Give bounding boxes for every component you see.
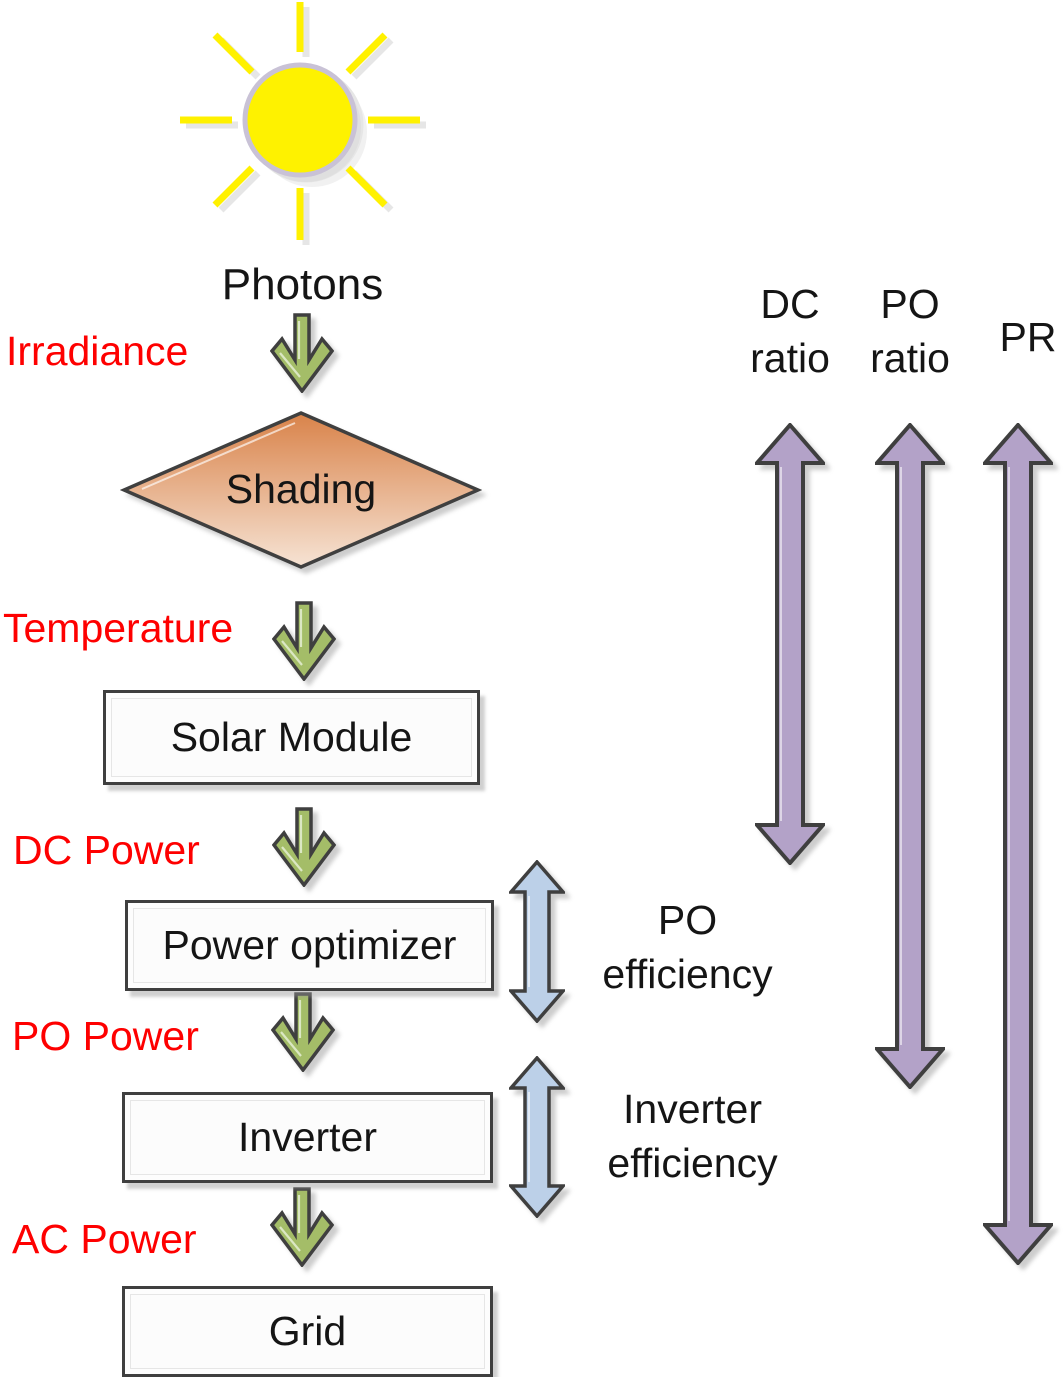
photons-label: Photons xyxy=(221,260,384,309)
down-arrow-icon-power-optimizer-to-inverter xyxy=(271,992,335,1072)
power-optimizer-box: Power optimizer xyxy=(125,900,494,991)
po-ratio-double-arrow-icon xyxy=(875,423,945,1089)
inverter-efficiency-line2: efficiency xyxy=(607,1140,778,1187)
po-efficiency-double-arrow-icon xyxy=(509,860,565,1023)
dc-ratio-label: DC ratio xyxy=(737,277,843,385)
down-arrow-icon-solar-module-to-power-optimizer xyxy=(272,807,336,887)
po-power-label: PO Power xyxy=(12,1013,199,1059)
po-efficiency-label: PO efficiency xyxy=(575,893,800,1001)
dc-ratio-double-arrow-icon xyxy=(755,423,825,865)
po-ratio-line2: ratio xyxy=(870,335,950,382)
power-optimizer-label: Power optimizer xyxy=(162,922,457,968)
pr-double-arrow-icon xyxy=(983,423,1053,1265)
po-ratio-line1: PO xyxy=(880,281,940,327)
sun-core xyxy=(242,62,358,178)
inverter-efficiency-line1: Inverter xyxy=(623,1086,762,1132)
down-arrow-icon-photons-to-shading xyxy=(270,313,334,393)
inverter-efficiency-label: Inverter efficiency xyxy=(575,1082,810,1190)
grid-box: Grid xyxy=(122,1286,493,1377)
irradiance-label: Irradiance xyxy=(6,328,189,374)
sun-icon xyxy=(180,2,420,240)
dc-ratio-line1: DC xyxy=(760,281,820,327)
solar-module-label: Solar Module xyxy=(170,714,413,760)
solar-module-box: Solar Module xyxy=(103,690,480,785)
dc-power-label: DC Power xyxy=(13,827,200,873)
down-arrow-icon-shading-to-solar-module xyxy=(272,601,336,681)
shading-label: Shading xyxy=(225,466,377,512)
shading-diamond xyxy=(120,411,482,569)
temperature-label: Temperature xyxy=(3,605,234,651)
pr-label: PR xyxy=(999,314,1057,360)
dc-ratio-line2: ratio xyxy=(750,335,830,382)
ac-power-label: AC Power xyxy=(12,1216,197,1262)
down-arrow-icon-inverter-to-grid xyxy=(270,1187,334,1267)
inverter-box: Inverter xyxy=(122,1092,493,1183)
inverter-label: Inverter xyxy=(238,1114,377,1160)
po-efficiency-line1: PO xyxy=(657,897,718,943)
grid-label: Grid xyxy=(268,1308,347,1354)
po-ratio-label: PO ratio xyxy=(853,277,967,385)
inverter-efficiency-double-arrow-icon xyxy=(509,1056,565,1218)
po-efficiency-line2: efficiency xyxy=(602,951,773,998)
